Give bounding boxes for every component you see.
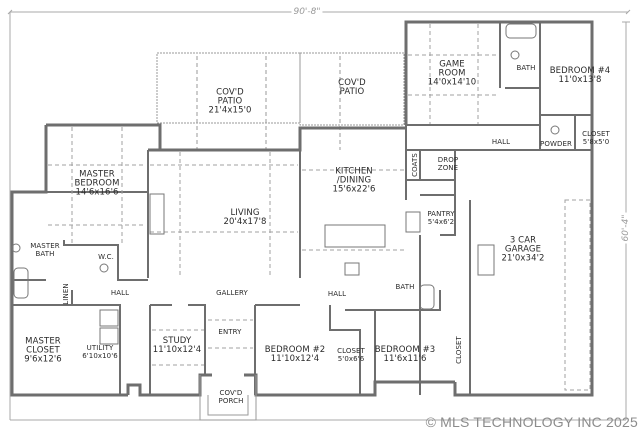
room-kitchen-dining: KITCHEN /DINING 15'6x22'6	[332, 166, 376, 195]
room-linen: LINEN	[62, 283, 70, 305]
room-bath-upper: BATH	[516, 64, 536, 72]
room-bedroom-3: BEDROOM #3 11'6x11'6	[374, 345, 436, 364]
watermark: © MLS TECHNOLOGY INC 2025	[425, 414, 638, 430]
room-hall-left: HALL	[110, 289, 130, 297]
overall-depth-dimension: 60'-4"	[621, 212, 631, 244]
room-entry: ENTRY	[218, 328, 242, 336]
room-coats: COATS	[411, 153, 419, 177]
room-closet-upper: CLOSET 5'8x5'0	[582, 130, 610, 146]
room-master-bath: MASTER BATH	[30, 242, 60, 258]
room-gallery: GALLERY	[216, 289, 248, 297]
room-wc: W.C.	[98, 253, 114, 261]
room-master-bedroom: MASTER BEDROOM 14'6x16'6	[74, 169, 120, 198]
room-bath-lower: BATH	[395, 283, 415, 291]
room-study: STUDY 11'10x12'4	[152, 336, 202, 355]
room-pantry: PANTRY 5'4x6'2	[427, 210, 455, 226]
room-drop-zone: DROP ZONE	[437, 156, 459, 172]
room-covered-patio-right: COV'D PATIO	[338, 78, 366, 97]
room-bedroom-4: BEDROOM #4 11'0x13'8	[549, 66, 611, 85]
interior-walls	[12, 22, 592, 395]
room-hall-upper: HALL	[491, 138, 511, 146]
room-utility: UTILITY 6'10x10'6	[82, 344, 118, 360]
room-game-room: GAME ROOM 14'0x14'10	[427, 59, 477, 88]
exterior-walls	[10, 20, 594, 397]
room-hall-mid: HALL	[327, 290, 347, 298]
overall-width-dimension: 90'-8"	[291, 7, 323, 17]
room-closet-bedroom-2: CLOSET 5'0x6'6	[337, 347, 365, 363]
room-living: LIVING 20'4x17'8	[223, 208, 267, 227]
fixtures	[11, 23, 560, 345]
room-closet-bedroom-3: CLOSET	[455, 336, 463, 364]
room-covered-porch: COV'D PORCH	[218, 389, 244, 405]
room-powder: POWDER	[540, 140, 572, 148]
room-master-closet: MASTER CLOSET 9'6x12'6	[24, 336, 62, 365]
room-bedroom-2: BEDROOM #2 11'10x12'4	[264, 345, 326, 364]
room-covered-patio-left: COV'D PATIO 21'4x15'0	[208, 87, 252, 116]
room-3-car-garage: 3 CAR GARAGE 21'0x34'2	[501, 235, 545, 264]
